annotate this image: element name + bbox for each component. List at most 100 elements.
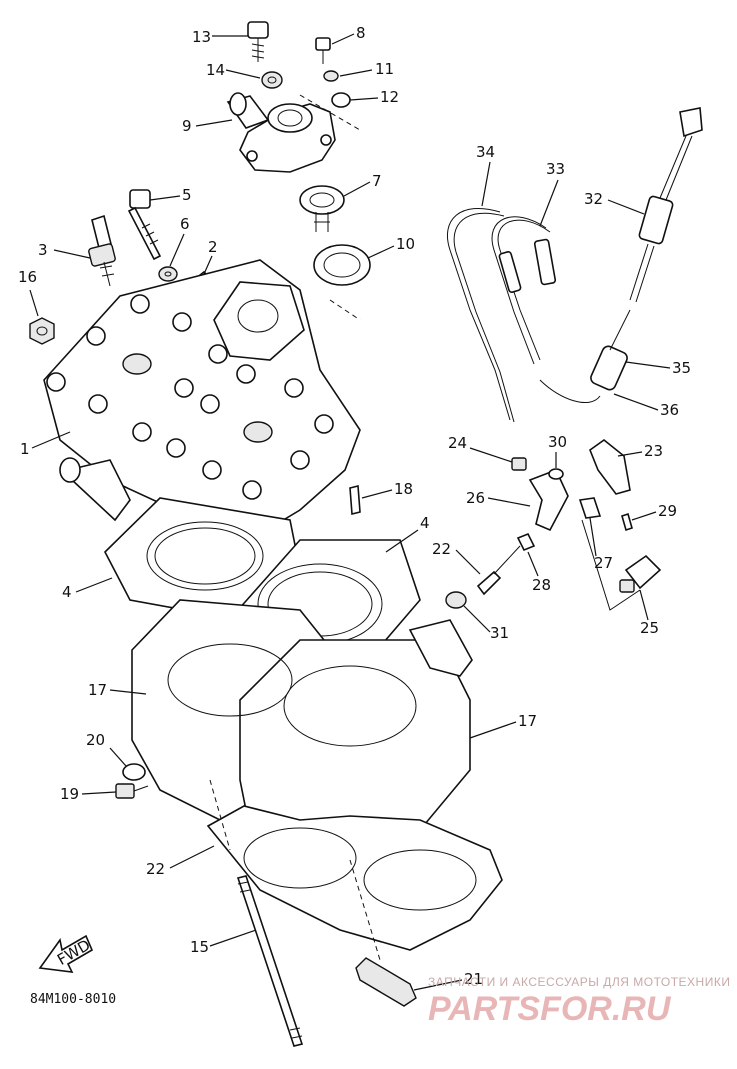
callout-21: 21 xyxy=(413,970,483,991)
callout-37: 36 xyxy=(613,393,679,419)
svg-text:15: 15 xyxy=(190,938,209,956)
svg-text:9: 9 xyxy=(182,117,192,135)
pin-23 xyxy=(476,545,521,596)
sensor-25 xyxy=(619,554,662,593)
svg-text:17: 17 xyxy=(518,712,537,730)
callout-32: 31 xyxy=(463,605,509,642)
callout-36: 35 xyxy=(625,359,691,377)
svg-text:17: 17 xyxy=(88,681,107,699)
svg-text:24: 24 xyxy=(448,434,467,452)
callout-34: 33 xyxy=(539,160,565,227)
svg-text:10: 10 xyxy=(396,235,415,253)
callout-3: 3 xyxy=(38,241,91,259)
watermark-subtitle: ЗАПЧАСТИ И АКСЕССУАРЫ ДЛЯ МОТОТЕХНИКИ xyxy=(428,975,730,989)
svg-text:2: 2 xyxy=(208,238,218,256)
callout-26: 24 xyxy=(448,434,513,463)
callout-33: 32 xyxy=(584,190,645,215)
plug-19 xyxy=(115,783,149,799)
callout-23: 22 xyxy=(432,540,481,575)
washer-6 xyxy=(158,266,178,282)
cable-35 xyxy=(446,207,515,423)
callout-29: 28 xyxy=(527,551,551,594)
watermark-brand: PARTSFOR.RU xyxy=(428,990,672,1028)
svg-text:25: 25 xyxy=(640,619,659,637)
pin-29 xyxy=(516,532,536,552)
svg-text:22: 22 xyxy=(146,860,165,878)
svg-text:34: 34 xyxy=(476,143,495,161)
callout-35: 34 xyxy=(476,143,495,207)
callout-13: 13 xyxy=(192,28,248,46)
callout-15: 15 xyxy=(190,929,257,956)
callout-5: 5 xyxy=(149,186,192,204)
pin-30 xyxy=(621,512,633,532)
gasket-8 xyxy=(313,244,371,286)
callout-8: 10 xyxy=(367,235,415,259)
svg-text:19: 19 xyxy=(60,785,79,803)
washer-14 xyxy=(261,71,283,89)
callout-22: 22 xyxy=(146,845,215,878)
svg-text:36: 36 xyxy=(660,401,679,419)
svg-text:5: 5 xyxy=(182,186,192,204)
washer-32 xyxy=(445,591,467,609)
svg-text:14: 14 xyxy=(206,61,225,79)
callout-18: 18 xyxy=(361,480,413,499)
thermostat-7 xyxy=(299,185,345,232)
bracket-24 xyxy=(589,438,631,495)
svg-text:12: 12 xyxy=(380,88,399,106)
callout-25: 25 xyxy=(639,589,659,637)
svg-text:8: 8 xyxy=(356,24,366,42)
collar-31 xyxy=(548,468,564,480)
callout-1: 1 xyxy=(20,431,71,458)
svg-text:31: 31 xyxy=(490,624,509,642)
callout-7: 7 xyxy=(343,172,382,197)
callout-20: 20 xyxy=(86,731,127,767)
svg-text:26: 26 xyxy=(466,489,485,507)
stud-bolt-15 xyxy=(236,875,304,1047)
dowel-pin-18 xyxy=(349,484,361,516)
spark-plug-3 xyxy=(88,214,116,287)
svg-text:30: 30 xyxy=(548,433,567,451)
cylinder-block-17 xyxy=(131,599,473,861)
svg-text:32: 32 xyxy=(584,190,603,208)
callout-14: 14 xyxy=(206,61,261,79)
callout-9: 9 xyxy=(182,117,233,135)
svg-text:6: 6 xyxy=(180,215,190,233)
thermostat-cover xyxy=(226,92,336,173)
svg-text:16: 16 xyxy=(18,268,37,286)
svg-text:22: 22 xyxy=(432,540,451,558)
svg-text:27: 27 xyxy=(594,554,613,572)
callout-6: 6 xyxy=(169,215,190,267)
drawing-code: 84M100-8010 xyxy=(30,992,116,1007)
junction-36 xyxy=(590,309,631,391)
svg-text:4: 4 xyxy=(62,583,72,601)
svg-text:21: 21 xyxy=(464,970,483,988)
bolt-10 xyxy=(315,37,331,64)
bolt-13 xyxy=(247,21,269,62)
callout-17-right: 17 xyxy=(469,712,537,739)
svg-text:11: 11 xyxy=(375,60,394,78)
callout-30: 29 xyxy=(631,502,677,521)
callout-12: 12 xyxy=(349,88,399,106)
washer-20 xyxy=(122,763,146,781)
callout-19: 19 xyxy=(60,785,117,803)
callout-31: 30 xyxy=(548,433,567,468)
callout-16: 16 xyxy=(18,268,39,317)
svg-text:4: 4 xyxy=(420,514,430,532)
svg-text:33: 33 xyxy=(546,160,565,178)
cylinder-head-1 xyxy=(43,259,361,541)
callout-2: 2 xyxy=(203,238,218,275)
washer-12 xyxy=(331,92,351,108)
svg-text:13: 13 xyxy=(192,28,211,46)
svg-text:29: 29 xyxy=(658,502,677,520)
svg-text:3: 3 xyxy=(38,241,48,259)
callout-10: 8 xyxy=(331,24,366,45)
svg-text:1: 1 xyxy=(20,440,30,458)
svg-text:7: 7 xyxy=(372,172,382,190)
svg-text:18: 18 xyxy=(394,480,413,498)
cable-assembly-33 xyxy=(629,107,703,303)
callout-28: 27 xyxy=(589,517,613,572)
svg-text:20: 20 xyxy=(86,731,105,749)
svg-text:23: 23 xyxy=(644,442,663,460)
